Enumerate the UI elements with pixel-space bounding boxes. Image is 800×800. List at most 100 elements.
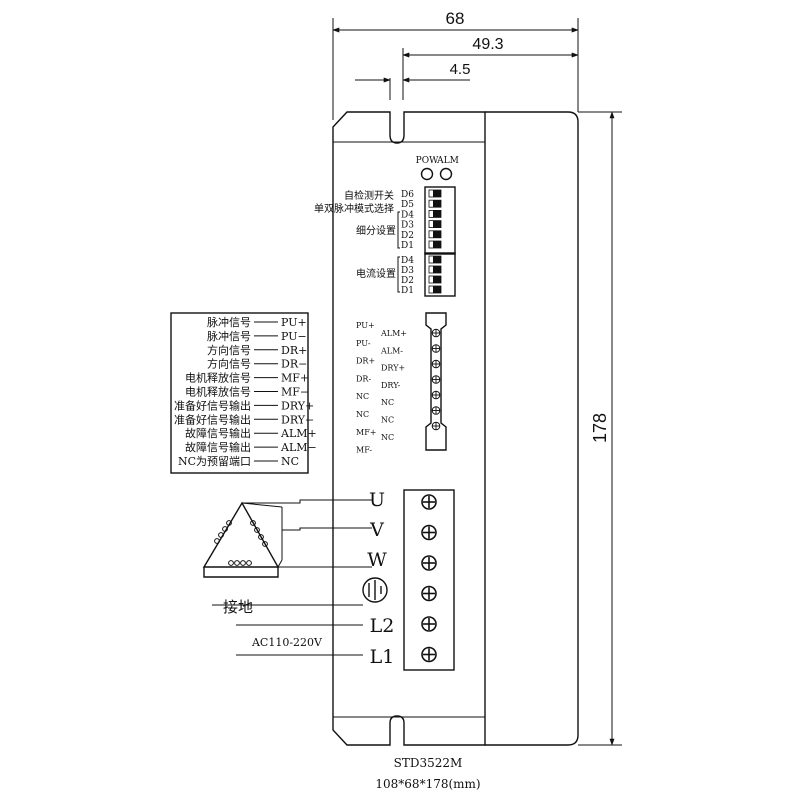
power-terminal-block xyxy=(403,489,455,671)
model-label: STD3522M xyxy=(394,756,463,770)
connector-pin-label: NC xyxy=(356,410,369,419)
dimension-width-total: 68 xyxy=(446,9,465,28)
alm-label: ALM xyxy=(436,156,459,166)
dip-label-microstep: 细分设置 xyxy=(356,224,396,237)
dip-switch-toggle[interactable] xyxy=(428,220,442,229)
dip-label-pulse-mode: 单双脉冲模式选择 xyxy=(314,202,394,215)
connector-pin-label: NC xyxy=(381,416,394,425)
terminal-screw-icon xyxy=(421,494,437,510)
signal-pin: DR+ xyxy=(281,344,307,357)
signal-name: 脉冲信号 xyxy=(207,329,251,343)
ac-voltage-label: AC110-220V xyxy=(251,636,323,649)
signal-name: 准备好信号输出 xyxy=(174,398,251,412)
signal-name: 电机释放信号 xyxy=(185,371,251,385)
terminal-v-label: V xyxy=(369,519,384,541)
signal-table: 脉冲信号 PU+ 脉冲信号 PU− 方向信号 DR+ 方向信号 DR− 电机释放信号 MF+ 电机释… xyxy=(170,312,317,474)
dip-switch-label: D1 xyxy=(401,241,414,251)
dip-switch-toggle[interactable] xyxy=(428,285,442,294)
dip-switch-label: D6 xyxy=(401,190,414,200)
size-label: 108*68*178(mm) xyxy=(375,777,480,791)
dip-switch-upper xyxy=(424,186,456,255)
terminal-screw-icon xyxy=(421,616,437,632)
signal-name: 电机释放信号 xyxy=(185,385,251,399)
ground-icon xyxy=(362,577,388,603)
terminal-screw-icon xyxy=(421,646,437,663)
terminal-l2-label: L2 xyxy=(370,615,395,637)
dip-switch-toggle[interactable] xyxy=(428,275,442,284)
terminal-screw-icon xyxy=(421,555,437,571)
dimension-lines xyxy=(332,18,622,746)
connector-pin-label: PU- xyxy=(356,339,371,348)
connector-pin-label: MF+ xyxy=(356,428,376,437)
dimension-width-body: 49.3 xyxy=(472,36,503,53)
ground-label: 接地 xyxy=(223,598,253,616)
signal-pin: DR− xyxy=(281,358,307,371)
dimension-slot-width: 4.5 xyxy=(450,61,471,78)
connector-pin-label: DR+ xyxy=(356,357,375,366)
signal-connector xyxy=(425,312,447,451)
signal-name: 方向信号 xyxy=(207,343,251,357)
dip-switch-toggle[interactable] xyxy=(428,189,442,198)
signal-pin: NC xyxy=(281,455,299,468)
dip-switch-label: D3 xyxy=(401,221,414,231)
connector-pin-label: NC xyxy=(381,433,394,442)
connector-pin-label: NC xyxy=(356,392,369,401)
signal-pin: ALM− xyxy=(280,441,317,454)
connector-screw-icon xyxy=(431,328,441,338)
connector-pin-label: DR- xyxy=(356,374,371,383)
dip-switch-label: D4 xyxy=(401,256,414,266)
dip-switch-label: D4 xyxy=(401,210,414,220)
signal-name: 脉冲信号 xyxy=(207,315,251,329)
terminal-u-label: U xyxy=(369,489,385,511)
connector-screw-icon xyxy=(431,375,441,384)
driver-housing xyxy=(332,111,579,746)
motor-winding-icon xyxy=(202,499,372,578)
dip-switch-lower xyxy=(424,252,456,297)
dip-switch-label: D1 xyxy=(401,286,414,296)
dip-switch-toggle[interactable] xyxy=(428,230,442,239)
pow-led-icon xyxy=(420,167,434,181)
signal-name: 方向信号 xyxy=(207,357,251,371)
signal-pin: MF− xyxy=(281,386,309,399)
connector-pin-label: ALM- xyxy=(380,346,403,355)
signal-pin: PU+ xyxy=(281,316,307,329)
signal-pin: DRY− xyxy=(281,413,314,426)
connector-pin-label: MF- xyxy=(356,446,372,455)
connector-screw-icon xyxy=(431,406,441,415)
connector-pin-label: NC xyxy=(381,398,394,407)
signal-name: 故障信号输出 xyxy=(185,426,251,440)
signal-name: 故障信号输出 xyxy=(185,440,251,454)
terminal-screw-icon xyxy=(421,585,437,602)
terminal-w-label: W xyxy=(367,549,387,571)
signal-pin: PU− xyxy=(281,330,307,343)
dip-switch-toggle[interactable] xyxy=(428,199,442,208)
connector-pin-label: DRY+ xyxy=(381,364,405,373)
signal-pin: DRY+ xyxy=(281,399,314,412)
signal-name: 准备好信号输出 xyxy=(174,412,251,426)
signal-pin: MF+ xyxy=(281,372,309,385)
dip-switch-toggle[interactable] xyxy=(428,265,442,274)
connector-screw-icon xyxy=(431,390,441,400)
dip-switch-toggle[interactable] xyxy=(428,209,442,218)
connector-screw-icon xyxy=(431,359,441,369)
dip-switch-label: D2 xyxy=(401,276,414,286)
connector-pin-label: ALM+ xyxy=(380,329,407,338)
dip-switch-label: D5 xyxy=(401,200,414,210)
terminal-screw-icon xyxy=(421,524,437,541)
dip-switch-toggle[interactable] xyxy=(428,240,442,249)
dip-label-self-test: 自检测开关 xyxy=(344,189,394,202)
pow-label: POW xyxy=(416,156,439,166)
dip-switch-toggle[interactable] xyxy=(428,255,442,264)
dip-label-current: 电流设置 xyxy=(356,267,396,280)
connector-screw-icon xyxy=(431,344,441,353)
connector-pin-label: PU+ xyxy=(356,321,375,330)
signal-pin: ALM+ xyxy=(280,427,317,440)
signal-name: NC为预留端口 xyxy=(178,455,251,468)
alm-led-icon xyxy=(439,167,453,181)
dimension-height: 178 xyxy=(590,413,610,443)
dip-switch-label: D3 xyxy=(401,266,414,276)
terminal-l1-label: L1 xyxy=(370,646,395,668)
connector-screw-icon xyxy=(431,421,441,431)
dip-switch-label: D2 xyxy=(401,231,414,241)
